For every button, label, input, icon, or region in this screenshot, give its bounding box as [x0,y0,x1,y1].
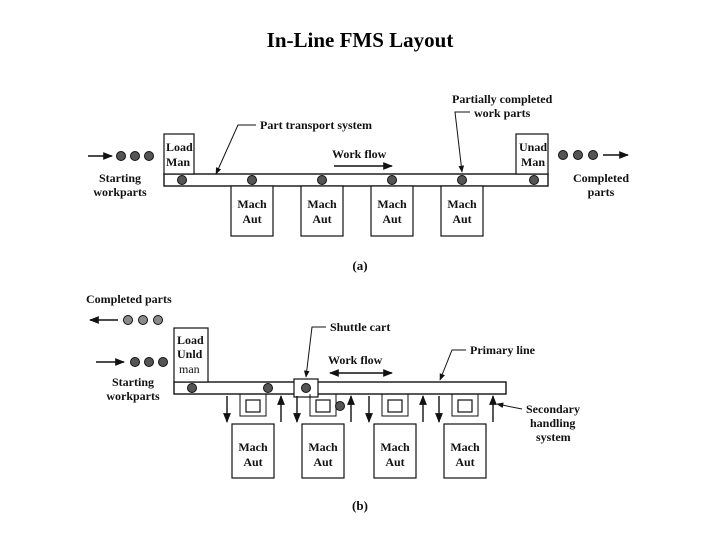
load-station-a [163,133,195,175]
workpart [588,150,598,160]
machine-label: Aut [385,455,404,469]
machine-label: Mach [380,440,410,454]
part-transport-label: Part transport system [260,118,372,132]
machine-label: Aut [242,212,261,226]
workpart [153,315,163,325]
page-title: In-Line FMS Layout [267,28,454,52]
part-transport-rail [163,173,549,187]
machine-label: Aut [243,455,262,469]
unload-station-a-line1: Unad [519,140,547,154]
work-flow-label-b: Work flow [328,353,383,367]
workpart [158,357,168,367]
partially-completed-line2: work parts [474,106,531,120]
secondary-line1: Secondary [526,402,580,416]
machine-label: Mach [447,197,477,211]
starting-workparts-line1: Starting [99,171,141,185]
caption-a: (a) [352,258,367,273]
workpart [247,175,257,185]
machine-label: Aut [452,212,471,226]
machine-a-1: Mach Aut [230,185,274,237]
machine-a-4: Mach Aut [440,185,484,237]
load-unload-line1: Load [177,333,204,347]
workpart [123,315,133,325]
workpart [187,383,197,393]
completed-parts-label-b: Completed parts [86,292,172,306]
secondary-line2: handling [530,416,575,430]
load-station-a-line2: Man [166,155,190,169]
machine-label: Aut [382,212,401,226]
workpart [317,175,327,185]
secondary-line3: system [536,430,571,444]
leader-line [496,402,523,410]
shuttle-cart-label: Shuttle cart [330,320,390,334]
unload-station-a [515,133,549,175]
workpart [130,151,140,161]
work-flow-label-a: Work flow [332,147,387,161]
machine-label: Mach [308,440,338,454]
machine-b-2: Mach Aut [293,394,355,479]
workpart [263,383,273,393]
machine-b-1: Mach Aut [223,394,285,479]
completed-parts-line2: parts [588,185,615,199]
primary-line-label: Primary line [470,343,536,357]
workpart [138,315,148,325]
completed-parts-line1: Completed [573,171,629,185]
load-unload-station-b [173,327,209,383]
load-unload-line3: man [179,362,200,376]
machine-label: Mach [237,197,267,211]
load-station-a-line1: Load [166,140,193,154]
partially-completed-line1: Partially completed [452,92,553,106]
machine-a-2: Mach Aut [300,185,344,237]
diagram-a: Load Man Unad Man Mach Aut Mach Aut Mach… [88,92,629,273]
starting-workparts-line2: workparts [93,185,147,199]
starting-workparts-b-line1: Starting [112,375,154,389]
leader-line [215,124,256,175]
leader-line [439,349,466,381]
workpart [301,383,311,393]
machine-label: Mach [238,440,268,454]
workpart [335,401,345,411]
workpart [573,150,583,160]
leader-line [303,326,326,378]
workpart [558,150,568,160]
workpart [116,151,126,161]
workpart [130,357,140,367]
starting-workparts-b-line2: workparts [106,389,160,403]
load-unload-line2: Unld [177,347,203,361]
workpart [177,175,187,185]
workpart [144,151,154,161]
machine-label: Aut [455,455,474,469]
diagram-b: Completed parts Starting workparts Load … [86,292,580,513]
workpart [387,175,397,185]
workpart [529,175,539,185]
primary-line-rail [173,381,507,395]
machine-label: Mach [307,197,337,211]
machine-b-4: Mach Aut [435,394,497,479]
workpart [144,357,154,367]
machine-label: Mach [450,440,480,454]
machine-label: Mach [377,197,407,211]
workpart [457,175,467,185]
unload-station-a-line2: Man [521,155,545,169]
machine-label: Aut [313,455,332,469]
leader-line [454,111,470,173]
machine-label: Aut [312,212,331,226]
caption-b: (b) [352,498,368,513]
machine-b-3: Mach Aut [365,394,427,479]
machine-a-3: Mach Aut [370,185,414,237]
